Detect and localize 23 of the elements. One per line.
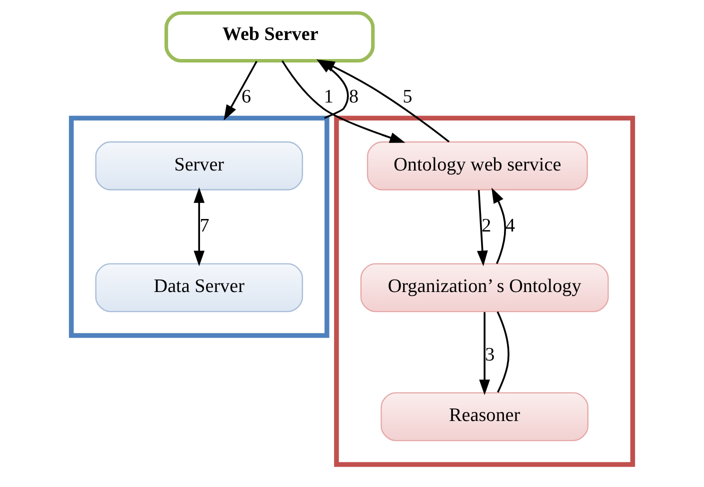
edge-label: 5 (402, 86, 412, 108)
arrow (479, 312, 490, 396)
edge-label: 6 (242, 86, 252, 108)
cluster (68, 116, 330, 338)
edge-label: 2 (482, 215, 492, 236)
arrow (194, 187, 205, 266)
edge-label: 8 (349, 86, 359, 108)
edge-label: 4 (505, 215, 516, 236)
node-box: Data Server (95, 263, 304, 312)
arrow (224, 60, 258, 120)
node-box: Web Server (164, 11, 375, 63)
edge-label: 1 (324, 86, 334, 108)
arrow (491, 188, 506, 264)
arrow (319, 60, 450, 142)
node-box: Ontology web service (366, 141, 588, 190)
node-box: Organization’ s Ontology (360, 263, 609, 312)
cluster (334, 116, 636, 467)
connector (496, 311, 510, 393)
edge-label: 7 (200, 215, 210, 236)
arrow (476, 190, 488, 266)
edge-label: 3 (485, 344, 495, 366)
node-box: Server (95, 141, 304, 190)
node-box: Reasoner (380, 392, 588, 442)
